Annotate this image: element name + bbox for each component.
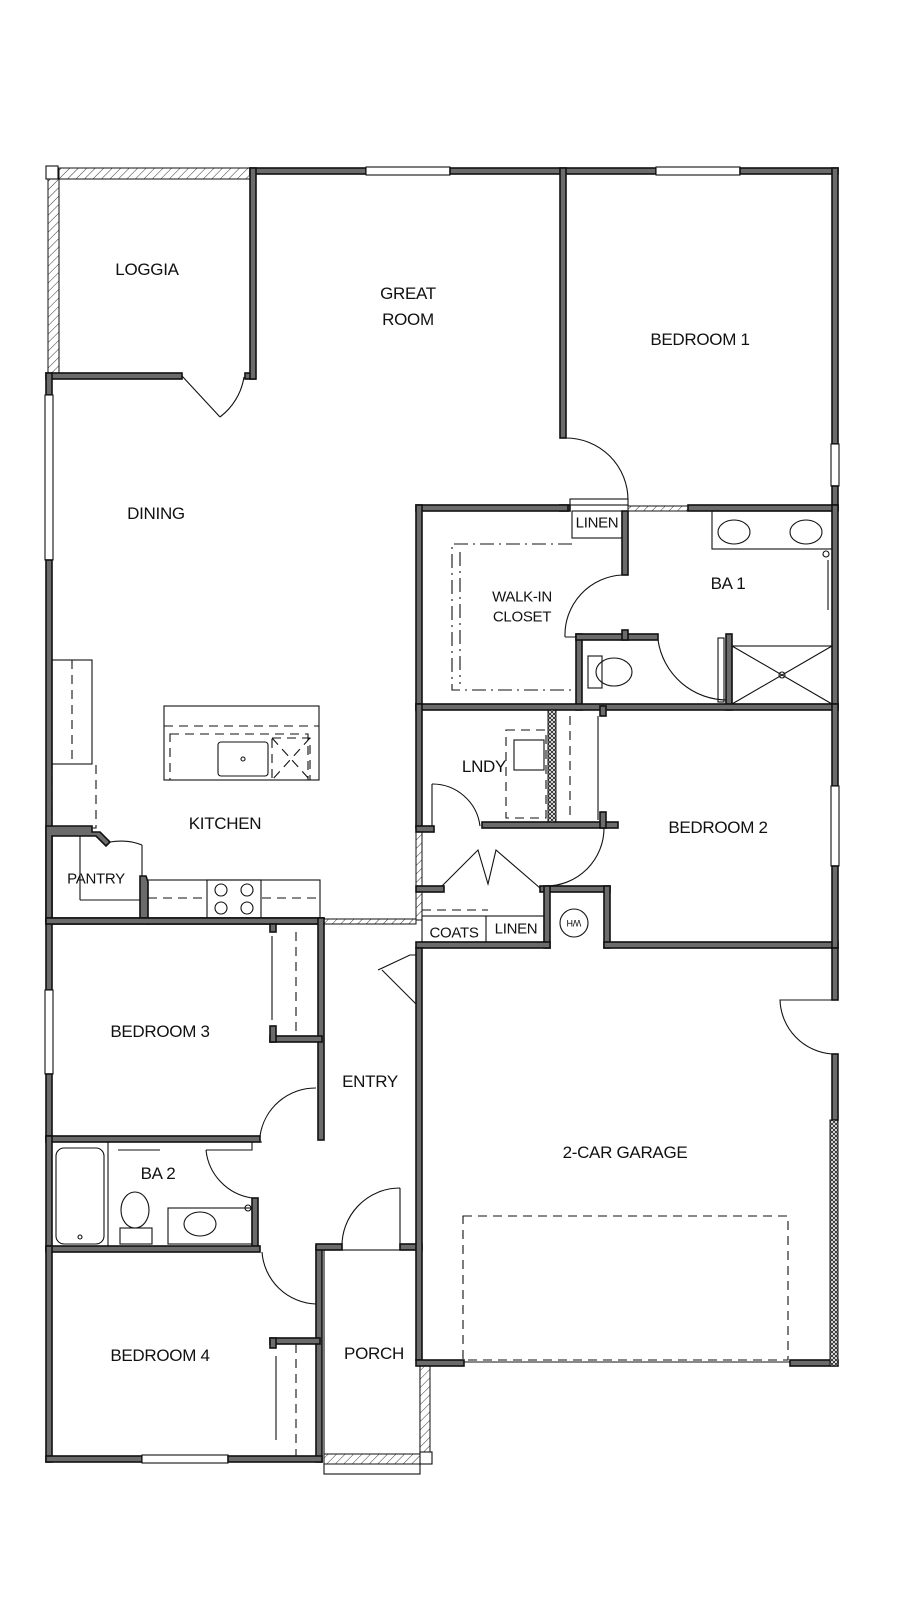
room-label-dining: DINING <box>127 504 185 523</box>
entry-porch <box>315 947 433 1475</box>
laundry-hall <box>415 703 840 949</box>
room-label-great-room-line1: GREAT <box>380 284 436 303</box>
walls <box>44 166 840 921</box>
bedroom4-walls <box>45 1245 323 1464</box>
ba2 <box>45 1135 262 1253</box>
room-label-garage: 2-CAR GARAGE <box>562 1143 688 1162</box>
room-label-lndy: LNDY <box>461 757 507 776</box>
loggia-area <box>45 165 256 418</box>
master-suite <box>415 504 839 711</box>
garage <box>415 947 839 1367</box>
room-label-ba1: BA 1 <box>710 574 746 593</box>
bedroom3-walls <box>44 917 325 1143</box>
bedroom1-door <box>565 437 629 501</box>
room-label-bedroom3: BEDROOM 3 <box>110 1022 210 1041</box>
room-label-walkin-line2: CLOSET <box>492 608 552 626</box>
room-label-linen-hall: LINEN <box>494 920 538 938</box>
room-label-bedroom1: BEDROOM 1 <box>650 330 750 349</box>
room-label-porch: PORCH <box>344 1344 404 1363</box>
room-label-entry: ENTRY <box>342 1072 398 1091</box>
room-label-loggia: LOGGIA <box>115 260 179 279</box>
room-label-bedroom4: BEDROOM 4 <box>110 1346 210 1365</box>
water-heater-label: WH <box>566 918 582 928</box>
room-label-ba2: BA 2 <box>140 1164 176 1183</box>
room-label-kitchen: KITCHEN <box>188 814 262 833</box>
room-label-pantry: PANTRY <box>67 870 125 888</box>
room-label-bedroom2: BEDROOM 2 <box>668 818 768 837</box>
room-label-walkin-line1: WALK-IN <box>492 588 552 606</box>
room-label-coats: COATS <box>429 924 479 942</box>
room-label-great-room-line2: ROOM <box>382 310 434 329</box>
room-label-linen-master: LINEN <box>575 514 619 532</box>
